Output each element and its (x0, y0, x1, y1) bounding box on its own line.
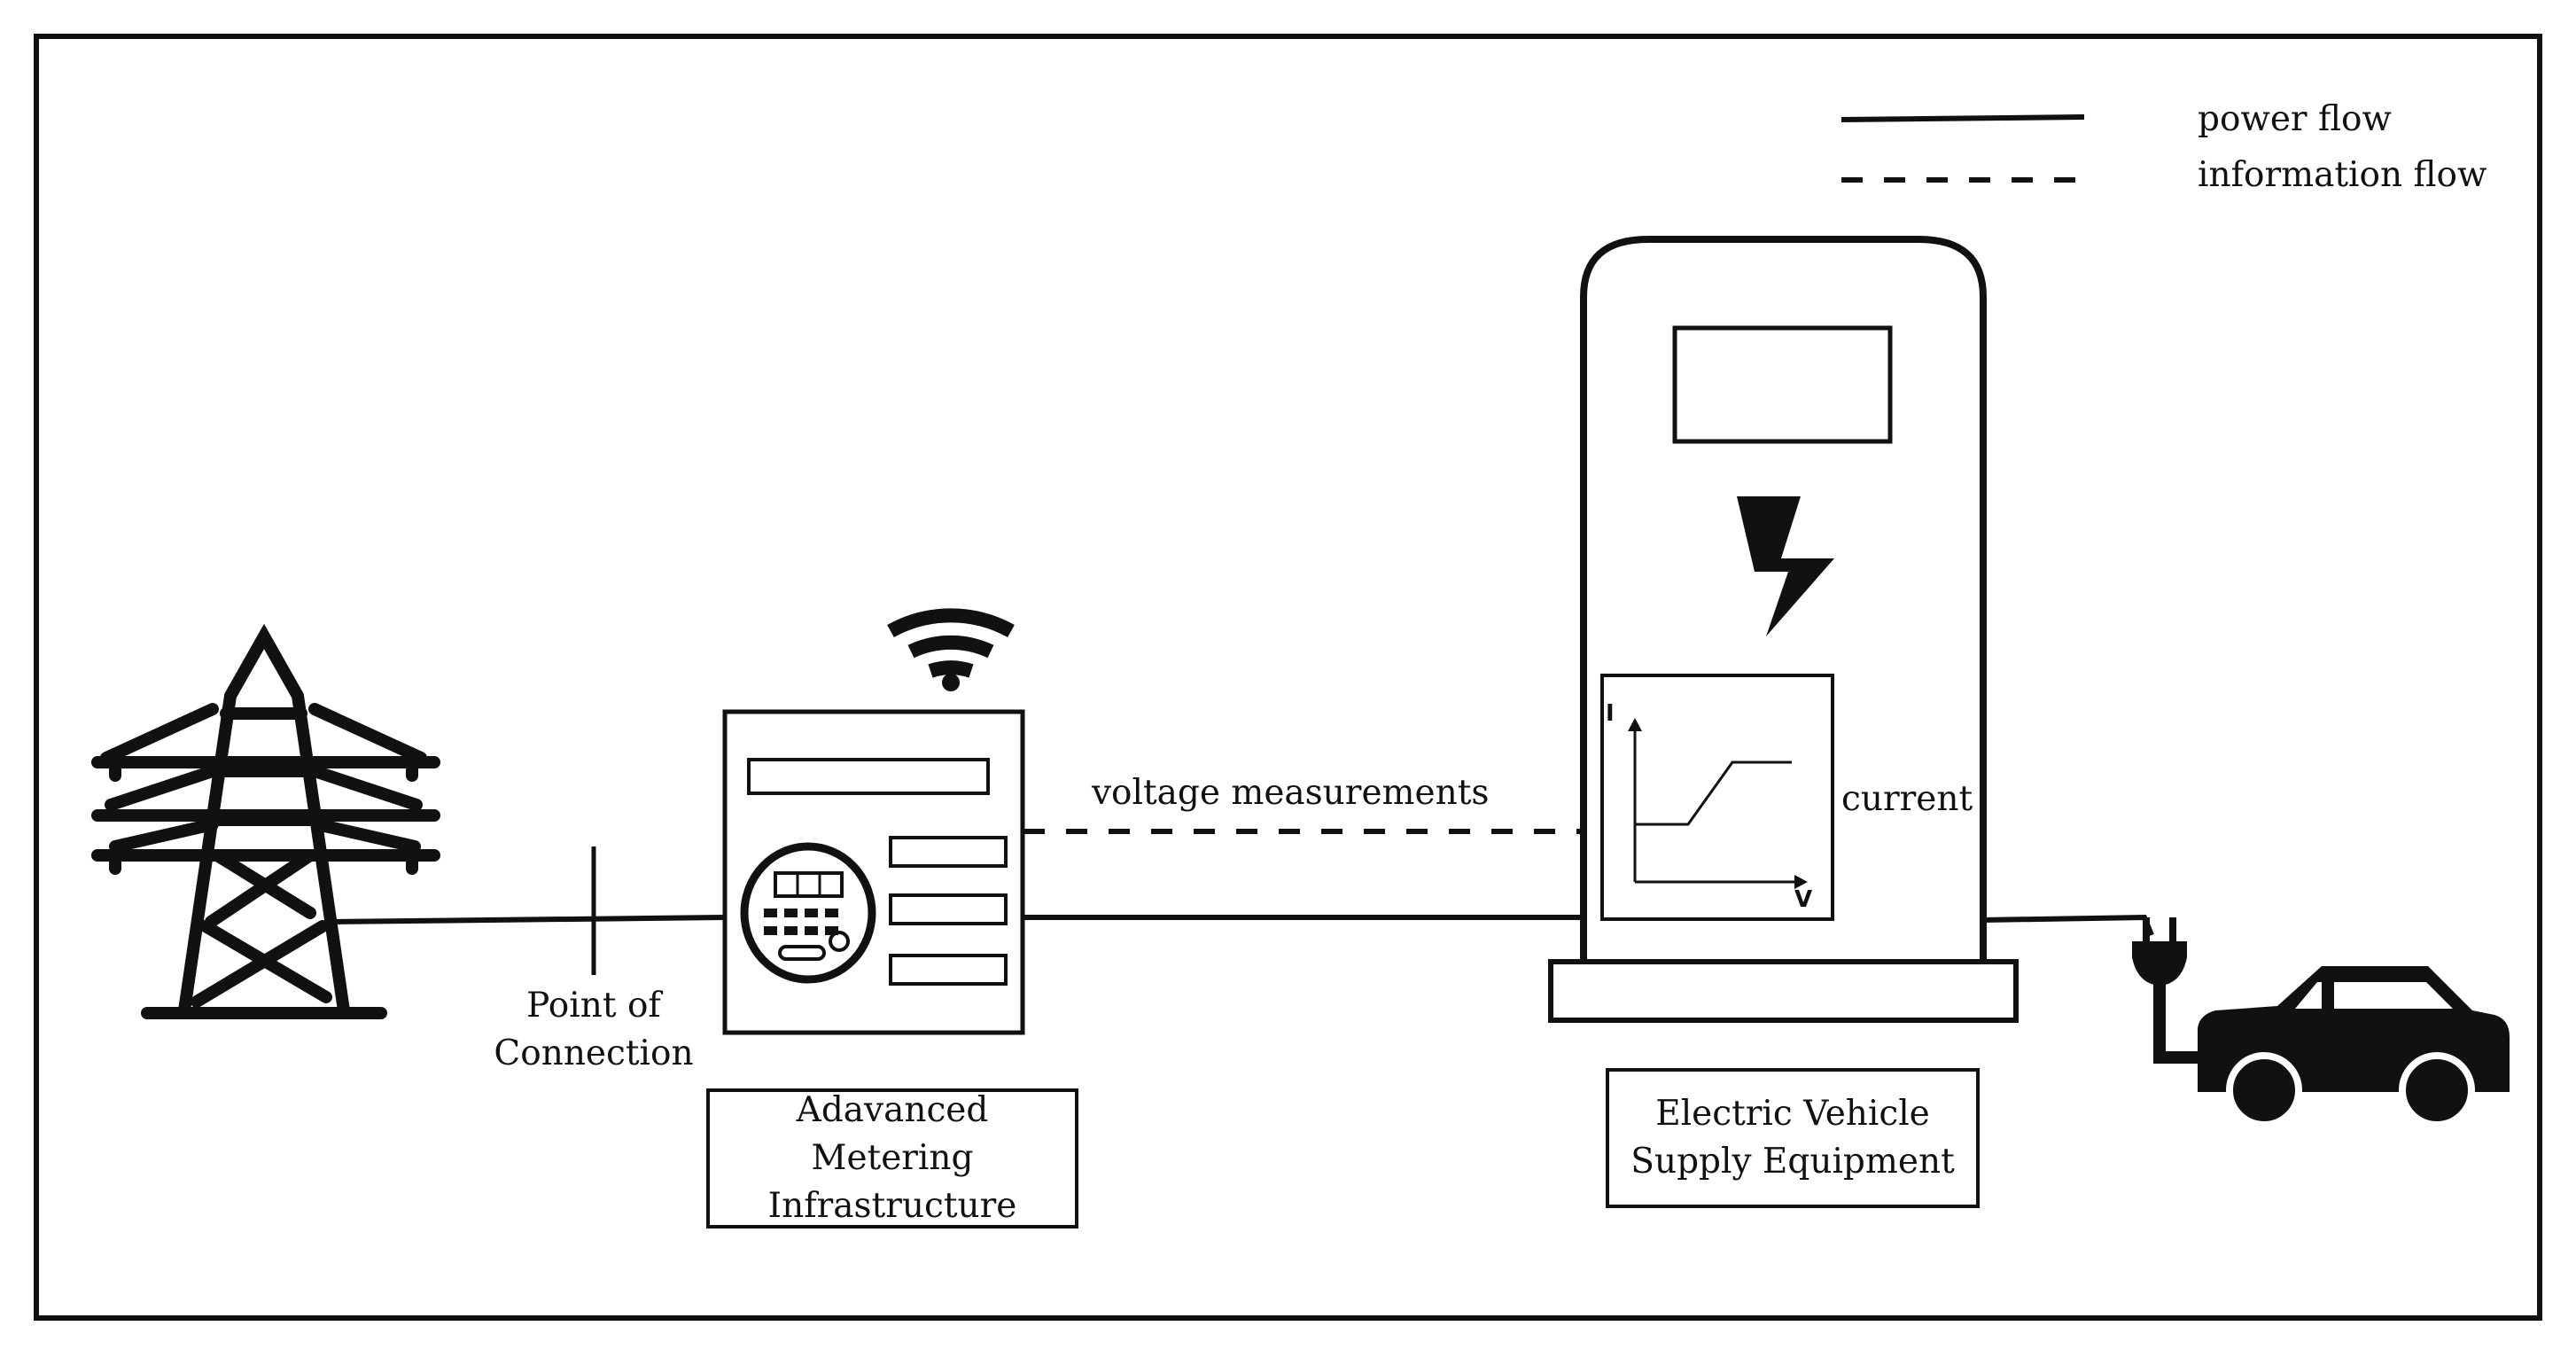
plug-icon (2132, 917, 2202, 1064)
lightning-bolt-icon (1737, 496, 1834, 636)
voltage-measurements-label: voltage measurements (1092, 773, 1490, 813)
point-of-connection-line1: Point of (526, 986, 661, 1026)
ami-label-line2: Infrastructure (767, 1185, 1017, 1226)
legend-power-line (1841, 114, 2085, 122)
evse-label-box: Electric Vehicle Supply Equipment (1606, 1068, 1980, 1208)
current-label: current (1841, 779, 1973, 819)
ami-label-box: Adavanced Metering Infrastructure (706, 1088, 1078, 1228)
car-icon (2198, 966, 2510, 1128)
ev-charger-icon (1548, 236, 2019, 1023)
point-of-connection-label: Point of Connection (461, 982, 727, 1078)
diagram-frame (34, 34, 2542, 1321)
point-of-connection-line2: Connection (494, 1033, 694, 1073)
ami-label-line1: Adavanced Metering (796, 1090, 989, 1179)
transmission-tower-icon (91, 623, 440, 1019)
legend-information-flow-label: information flow (2198, 155, 2487, 195)
smart-meter-icon (722, 709, 1025, 1035)
evse-label-line2: Supply Equipment (1630, 1142, 1955, 1182)
legend-power-flow-label: power flow (2198, 99, 2392, 139)
wifi-icon (887, 608, 1015, 691)
iv-curve-line (1635, 760, 1792, 826)
iv-curve-y-axis-label: I (1606, 700, 1615, 727)
iv-curve-x-axis-label: V (1794, 886, 1813, 913)
evse-label-line1: Electric Vehicle (1655, 1094, 1930, 1135)
power-line-evse-to-plug (1981, 914, 2154, 937)
power-line-tower-to-meter (331, 915, 726, 924)
